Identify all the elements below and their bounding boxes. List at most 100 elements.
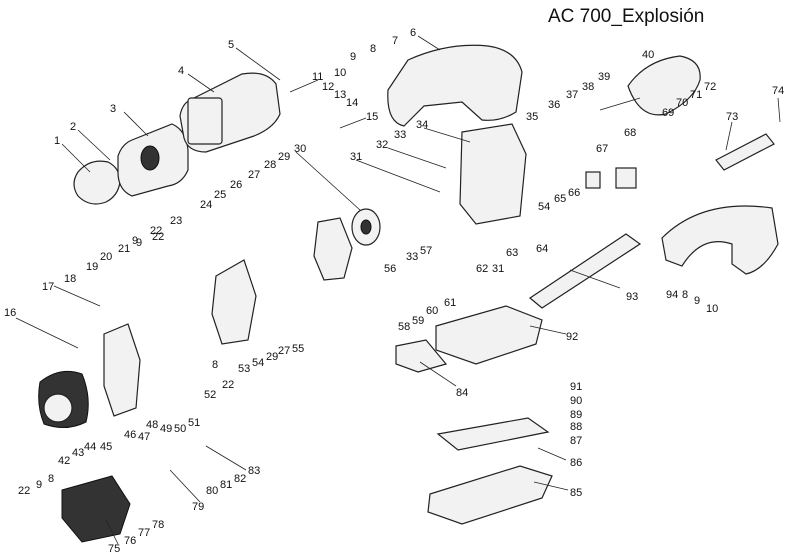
part-side-plate (313, 217, 353, 281)
part-blade (528, 233, 642, 309)
callout-91: 91 (570, 381, 582, 393)
callout-53: 53 (238, 363, 250, 375)
callout-85: 85 (570, 487, 582, 499)
callout-19: 19 (86, 261, 98, 273)
callout-29: 29 (266, 351, 278, 363)
callout-labels: 1 2 3 4 5 6 7 8 9 10 11 12 13 14 15 16 1… (4, 27, 784, 555)
callout-2: 2 (70, 121, 76, 133)
callout-35: 35 (526, 111, 538, 123)
callout-78: 78 (152, 519, 164, 531)
callout-31: 31 (492, 263, 504, 275)
callout-71: 71 (690, 89, 702, 101)
leader-84 (419, 361, 457, 387)
part-armature (627, 55, 701, 116)
callout-58: 58 (398, 321, 410, 333)
callout-49: 49 (160, 423, 172, 435)
callout-80: 80 (206, 485, 218, 497)
callout-60: 60 (426, 305, 438, 317)
callout-33: 33 (394, 129, 406, 141)
callout-77: 77 (138, 527, 150, 539)
leader-lines (15, 35, 781, 545)
leader-92 (529, 325, 567, 335)
callout-33: 33 (406, 251, 418, 263)
leader-2 (77, 129, 111, 161)
leader-74 (777, 97, 781, 123)
callout-39: 39 (598, 71, 610, 83)
callout-61: 61 (444, 297, 456, 309)
part-cord-guard (715, 133, 775, 171)
callout-69: 69 (662, 107, 674, 119)
part-lower-guard (61, 475, 131, 543)
callout-32: 32 (376, 139, 388, 151)
callout-28: 28 (264, 159, 276, 171)
callout-9: 9 (694, 295, 700, 307)
callout-90: 90 (570, 395, 582, 407)
callout-4: 4 (178, 65, 184, 77)
leader-30 (295, 151, 361, 211)
callout-89: 89 (570, 409, 582, 421)
callout-50: 50 (174, 423, 186, 435)
callout-74: 74 (772, 85, 784, 97)
leader-73 (725, 121, 733, 151)
callout-9: 9 (132, 235, 138, 247)
callout-46: 46 (124, 429, 136, 441)
callout-13: 13 (334, 89, 346, 101)
callout-82: 82 (234, 473, 246, 485)
callout-14: 14 (346, 97, 358, 109)
part-base-unit (435, 305, 543, 365)
callout-31: 31 (350, 151, 362, 163)
callout-76: 76 (124, 535, 136, 547)
callout-67: 67 (596, 143, 608, 155)
callout-16: 16 (4, 307, 16, 319)
callout-3: 3 (110, 103, 116, 115)
callout-84: 84 (456, 387, 468, 399)
callout-66: 66 (568, 187, 580, 199)
callout-52: 52 (204, 389, 216, 401)
callout-63: 63 (506, 247, 518, 259)
part-guard-hood (661, 205, 779, 275)
callout-25: 25 (214, 189, 226, 201)
callout-23: 23 (170, 215, 182, 227)
leader-85 (533, 481, 569, 491)
callout-45: 45 (100, 441, 112, 453)
leader-32 (387, 147, 447, 169)
callout-29: 29 (278, 151, 290, 163)
callout-48: 48 (146, 419, 158, 431)
callout-20: 20 (100, 251, 112, 263)
callout-54: 54 (538, 201, 550, 213)
callout-8: 8 (682, 289, 688, 301)
part-top-cover (387, 44, 523, 127)
callout-43: 43 (72, 447, 84, 459)
callout-56: 56 (384, 263, 396, 275)
callout-34: 34 (416, 119, 428, 131)
callout-9: 9 (136, 237, 142, 249)
part-large-gear-hub (360, 219, 372, 235)
callout-70: 70 (676, 97, 688, 109)
callout-22: 22 (18, 485, 30, 497)
callout-83: 83 (248, 465, 260, 477)
callout-8: 8 (48, 473, 54, 485)
callout-26: 26 (230, 179, 242, 191)
callout-38: 38 (582, 81, 594, 93)
callout-57: 57 (420, 245, 432, 257)
callout-44: 44 (84, 441, 96, 453)
leader-16 (15, 317, 79, 349)
part-sole-plate (427, 465, 553, 525)
callout-22: 22 (150, 225, 162, 237)
callout-68: 68 (624, 127, 636, 139)
callout-15: 15 (366, 111, 378, 123)
callout-62: 62 (476, 263, 488, 275)
part-gear-housing (459, 123, 527, 225)
callout-8: 8 (370, 43, 376, 55)
callout-9: 9 (36, 479, 42, 491)
callout-7: 7 (392, 35, 398, 47)
part-handle-body (103, 323, 141, 417)
callout-94: 94 (666, 289, 678, 301)
callout-22: 22 (222, 379, 234, 391)
callout-22: 22 (152, 231, 164, 243)
callout-21: 21 (118, 243, 130, 255)
parts-layer (38, 44, 779, 543)
callout-92: 92 (566, 331, 578, 343)
callout-79: 79 (192, 501, 204, 513)
callout-36: 36 (548, 99, 560, 111)
